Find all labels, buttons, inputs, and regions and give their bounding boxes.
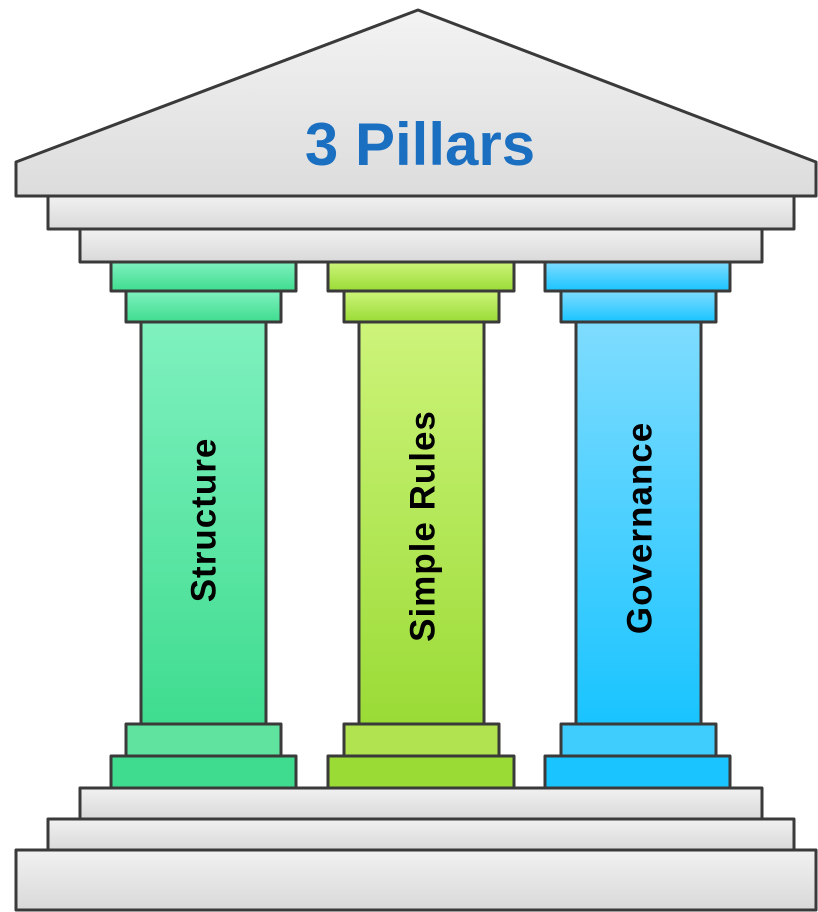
pillar-capital-lower	[124, 289, 283, 324]
step-middle	[46, 817, 796, 852]
architrave-upper	[46, 194, 796, 231]
pillar-structure: Structure	[109, 260, 298, 790]
roof	[14, 8, 818, 264]
pillar-label: Simple Rules	[404, 410, 443, 642]
pillar-label: Structure	[185, 438, 224, 603]
pillar-simple-rules: Simple Rules	[326, 260, 516, 790]
pillar-shaft	[574, 320, 703, 726]
diagram-title: 3 Pillars	[305, 111, 535, 178]
step-top	[78, 786, 764, 821]
pillar-governance: Governance	[543, 260, 732, 790]
architrave-lower	[78, 227, 764, 264]
pillar-label: Governance	[621, 422, 660, 634]
step-bottom	[14, 848, 818, 912]
pillar-base-upper	[342, 722, 501, 758]
pillar-capital-lower	[559, 289, 718, 324]
pillar-base-lower	[109, 754, 298, 790]
pillar-capital-upper	[543, 260, 732, 293]
pillar-capital-upper	[326, 260, 516, 293]
pillar-base-lower	[326, 754, 516, 790]
pillar-shaft	[357, 320, 486, 726]
pillar-base-lower	[543, 754, 732, 790]
pillar-capital-lower	[342, 289, 501, 324]
pillar-base-upper	[124, 722, 283, 758]
pillar-shaft	[139, 320, 268, 726]
pillar-base-upper	[559, 722, 718, 758]
pillar-capital-upper	[109, 260, 298, 293]
steps	[14, 786, 818, 912]
